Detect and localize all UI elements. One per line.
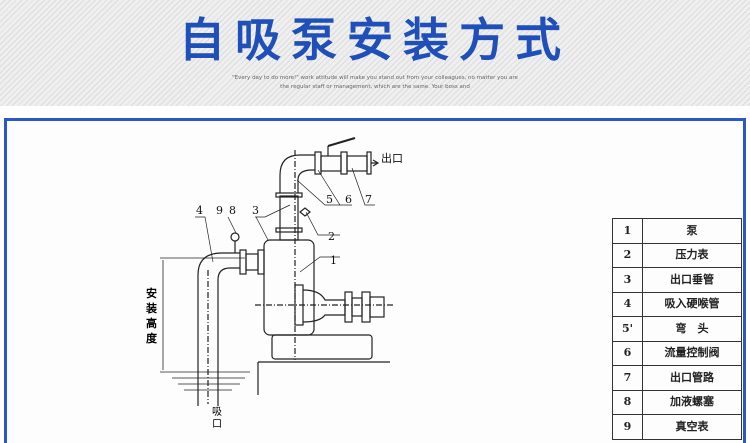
- outlet-vertical-pipe: [279, 195, 299, 241]
- subtitle: "Every day to do more!" work attitude wi…: [190, 74, 560, 98]
- part-name: 压力表: [642, 242, 742, 268]
- installation-height-label: 安装高度: [146, 287, 157, 345]
- valve-handle: [327, 137, 356, 147]
- callout-8: 8: [229, 204, 236, 217]
- callout-9: 9: [216, 204, 223, 217]
- suction-pipe: [197, 252, 240, 406]
- subtitle-line-2: the regular staff or management, which a…: [280, 84, 470, 90]
- flange: [344, 291, 353, 323]
- pressure-gauge: [299, 207, 311, 217]
- part-number: 4: [612, 291, 643, 317]
- part-number: 8: [612, 389, 643, 415]
- part-name: 流量控制阀: [642, 340, 742, 366]
- part-number: 5': [612, 316, 643, 342]
- part-name: 加液螺塞: [642, 389, 742, 415]
- valve-body: [320, 155, 342, 172]
- outlet-arrow: [371, 159, 380, 167]
- flange: [275, 227, 303, 233]
- callout-7: 7: [365, 193, 372, 206]
- part-name: 弯 头: [642, 316, 742, 342]
- part-name: 真空表: [642, 414, 742, 440]
- table-row: 5'弯 头: [612, 316, 742, 342]
- part-name: 泵: [642, 218, 742, 244]
- callout-leaders: [195, 167, 375, 273]
- shaft-housing: [369, 296, 385, 318]
- outlet-pipe: [346, 155, 368, 172]
- part-number: 9: [612, 414, 643, 440]
- water-hatch: [172, 377, 245, 391]
- part-name: 出口垂管: [642, 267, 742, 293]
- pump-casing: [302, 289, 346, 323]
- flange: [257, 249, 265, 275]
- callout-3: 3: [252, 204, 259, 217]
- callout-4: 4: [196, 204, 203, 217]
- part-number: 1: [612, 218, 643, 244]
- flange: [314, 151, 322, 175]
- part-name: 出口管路: [642, 365, 742, 391]
- flange: [239, 249, 247, 275]
- callout-1: 1: [330, 254, 337, 267]
- callout-2: 2: [328, 230, 335, 243]
- coupling: [351, 297, 363, 317]
- flange: [361, 291, 371, 323]
- vacuum-gauge: [230, 232, 240, 242]
- elbow: [279, 154, 315, 193]
- part-number: 7: [612, 365, 643, 391]
- subtitle-line-1: "Every day to do more!" work attitude wi…: [232, 75, 518, 81]
- outlet-label: 出口: [381, 151, 403, 165]
- pipe-segment: [245, 253, 259, 271]
- part-number: 3: [612, 267, 643, 293]
- part-number: 2: [612, 242, 643, 268]
- flange: [340, 151, 348, 175]
- callout-5: 5: [326, 193, 333, 206]
- part-number: 6: [612, 340, 643, 366]
- flange: [275, 192, 303, 198]
- page-title: 自吸泵安装方式: [179, 13, 571, 67]
- part-name: 吸入硬喉管: [642, 291, 742, 317]
- callout-6: 6: [345, 193, 352, 206]
- base-plate: [271, 334, 373, 360]
- inlet-label: 吸口: [212, 407, 222, 430]
- header-banner: 自吸泵安装方式 "Every day to do more!" work att…: [0, 0, 750, 106]
- pump-body: [263, 239, 315, 336]
- flange: [366, 151, 372, 175]
